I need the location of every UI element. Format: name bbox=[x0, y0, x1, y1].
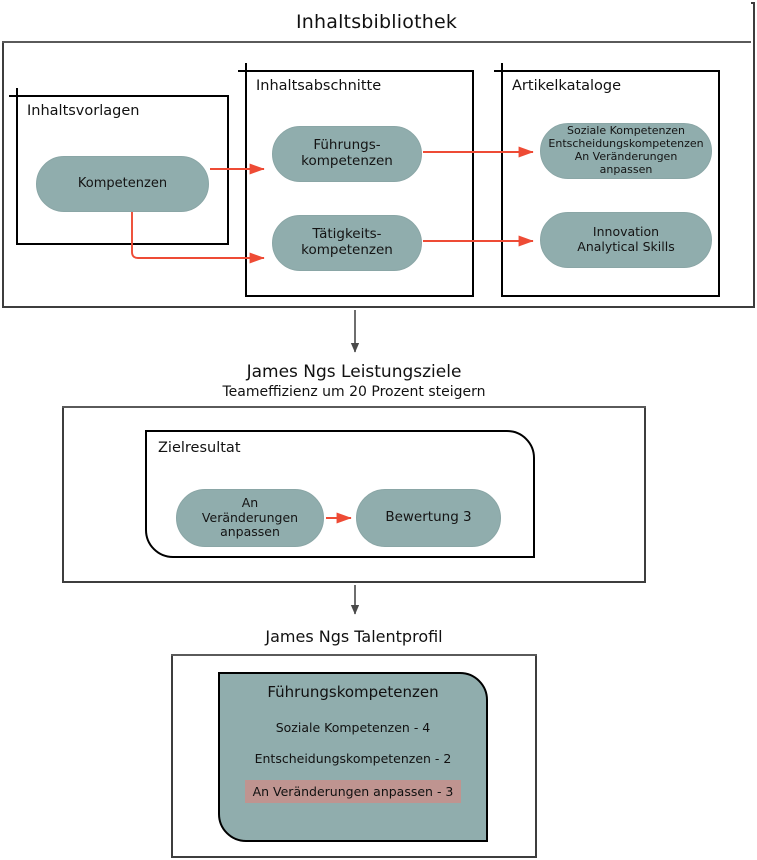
node-kompetenzen[interactable]: Kompetenzen bbox=[36, 156, 209, 212]
corner-tick-vertical-icon bbox=[244, 63, 247, 72]
node-bewertung-3[interactable]: Bewertung 3 bbox=[356, 489, 501, 547]
performance-goals-header: James Ngs Leistungsziele Teameffizienz u… bbox=[62, 356, 646, 408]
group-artikelkataloge: Artikelkataloge bbox=[494, 63, 720, 297]
talent-profile-header: James Ngs Talentprofil bbox=[171, 618, 537, 656]
content-library-title: Inhaltsbibliothek bbox=[295, 10, 458, 33]
content-library-header: Inhaltsbibliothek bbox=[2, 2, 751, 43]
node-taetigkeitskompetenzen[interactable]: Tätigkeits-kompetenzen bbox=[272, 215, 422, 271]
corner-tick-horizontal-icon bbox=[238, 69, 247, 72]
skill-row[interactable]: Entscheidungskompetenzen - 2 bbox=[254, 751, 452, 766]
corner-tick-horizontal-icon bbox=[494, 69, 503, 72]
node-fuehrungskompetenzen[interactable]: Führungs-kompetenzen bbox=[272, 126, 422, 182]
competency-card: Führungskompetenzen Soziale Kompetenzen … bbox=[218, 672, 488, 842]
group-inhaltsabschnitte-label: Inhaltsabschnitte bbox=[256, 78, 382, 94]
corner-tick-vertical-icon bbox=[500, 63, 503, 72]
group-inhaltsabschnitte: Inhaltsabschnitte bbox=[238, 63, 474, 297]
group-inhaltsvorlagen: Inhaltsvorlagen bbox=[9, 88, 229, 245]
skill-row[interactable]: Soziale Kompetenzen - 4 bbox=[275, 720, 431, 735]
performance-goals-subtitle: Teameffizienz um 20 Prozent steigern bbox=[222, 384, 486, 400]
group-artikelkataloge-label: Artikelkataloge bbox=[512, 78, 622, 94]
group-inhaltsvorlagen-label: Inhaltsvorlagen bbox=[27, 103, 140, 119]
group-zielresultat-label: Zielresultat bbox=[158, 440, 241, 456]
performance-goals-title: James Ngs Leistungsziele bbox=[246, 362, 462, 382]
skill-row-highlighted[interactable]: An Veränderungen anpassen - 3 bbox=[244, 780, 462, 803]
group-zielresultat: Zielresultat bbox=[145, 430, 535, 558]
arrow-kompetenzen-to-taetigkeitskompetenzen bbox=[131, 212, 265, 264]
talent-profile-title: James Ngs Talentprofil bbox=[265, 626, 443, 646]
corner-tick-horizontal-icon bbox=[9, 94, 18, 97]
corner-tick-vertical-icon bbox=[15, 88, 18, 97]
competency-card-title: Führungskompetenzen bbox=[267, 683, 439, 701]
